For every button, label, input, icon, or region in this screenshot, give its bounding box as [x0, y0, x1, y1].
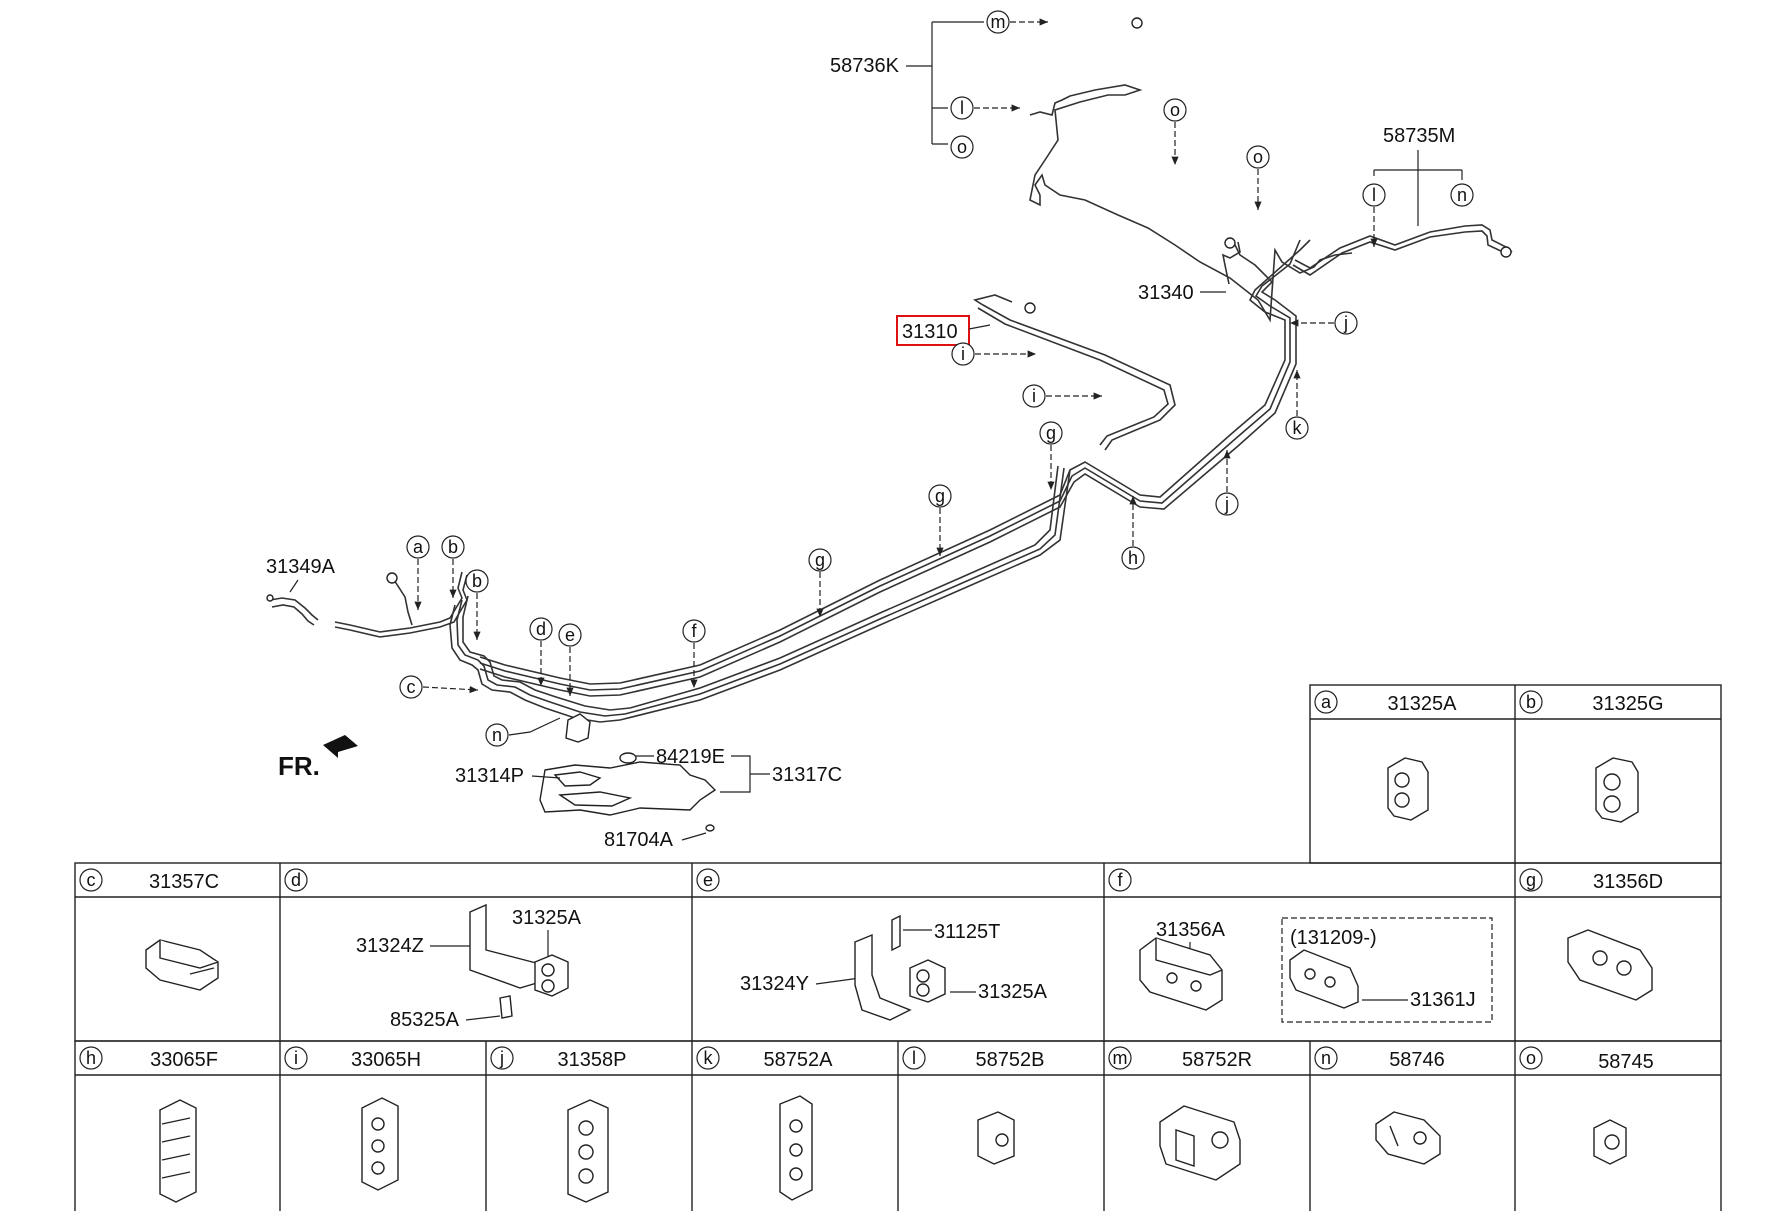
bracket-31324Z-icon [469, 903, 569, 1019]
callout-j-2: j [1224, 494, 1229, 514]
front-label: FR. [278, 751, 320, 781]
legend-letter-a: a [1321, 692, 1332, 712]
legend-letter-o: o [1526, 1048, 1536, 1068]
legend-part-l: 58752B [976, 1049, 1045, 1071]
callout-j-1: j [1343, 313, 1348, 333]
legend-part-m: 58752R [1182, 1049, 1252, 1071]
callout-b-2: b [472, 571, 482, 591]
front-arrow-icon [323, 735, 358, 758]
legend-subparts: 31324Z 31325A 85325A 31125T 31324Y 31325… [356, 907, 1493, 1031]
clip-33065F-icon [159, 1099, 197, 1203]
callout-i-2: i [1032, 386, 1036, 406]
callout-g-3: g [815, 550, 825, 570]
legend-letter-i: i [294, 1048, 298, 1068]
callout-o-3: o [1253, 147, 1263, 167]
legend-letter-b: b [1526, 692, 1536, 712]
legend-part-o: 58745 [1598, 1051, 1654, 1073]
callout-n-1: n [1457, 185, 1467, 205]
callout-31310: 31310 [902, 321, 958, 343]
legend-letter-c: c [87, 870, 96, 890]
legend-clip-drawings [145, 757, 1653, 1203]
e-clip-label: 31325A [978, 981, 1048, 1003]
legend-part-g: 31356D [1593, 871, 1663, 893]
legend-letter-m: m [1113, 1048, 1128, 1068]
d-clip-label: 31325A [512, 907, 582, 929]
legend-letter-f: f [1117, 870, 1123, 890]
callout-l-2: l [1372, 185, 1376, 205]
f-alt-clip-label: 31361J [1410, 989, 1476, 1011]
callout-l: l [960, 98, 964, 118]
callout-31340: 31340 [1138, 282, 1194, 304]
callout-31317C: 31317C [772, 764, 842, 786]
f-date-note: (131209-) [1290, 927, 1377, 949]
clip-31325G-icon [1595, 757, 1639, 823]
e-bracket-label: 31324Y [740, 973, 809, 995]
letter-callouts: m l o o o l n j k j i [399, 10, 1474, 747]
callout-h: h [1128, 548, 1138, 568]
clip-33065H-icon [361, 1097, 399, 1191]
clip-31358P-icon [567, 1099, 609, 1203]
clip-31325A-icon [1387, 757, 1429, 821]
callout-58736K: 58736K [830, 55, 900, 77]
clip-31356D-icon [1567, 929, 1653, 1001]
legend-part-h: 33065F [150, 1049, 218, 1071]
legend-letter-h: h [86, 1048, 96, 1068]
clip-58752B-icon [977, 1111, 1015, 1165]
clip-31356A-icon [1139, 937, 1223, 1011]
f-clip-label: 31356A [1156, 919, 1226, 941]
callout-o-1: o [957, 137, 967, 157]
callout-81704A: 81704A [604, 829, 674, 851]
highlight-box [896, 315, 970, 346]
clip-58752R-icon [1159, 1105, 1241, 1181]
callout-c: c [407, 677, 416, 697]
callout-58735M: 58735M [1383, 125, 1455, 147]
clip-31357C-icon [145, 939, 219, 991]
clip-58746-icon [1375, 1111, 1441, 1165]
callout-k: k [1293, 418, 1303, 438]
legend-grid [74, 684, 1722, 1211]
clip-58752A-icon [779, 1095, 813, 1201]
legend-headers: a 31325A b 31325G c 31357C d e f g 31356… [79, 690, 1664, 1073]
d-bolt-label: 85325A [390, 1009, 460, 1031]
callout-f: f [691, 621, 697, 641]
legend-part-b: 31325G [1592, 693, 1663, 715]
clip-31361J-icon [1289, 949, 1359, 1009]
legend-letter-j: j [499, 1048, 504, 1068]
clip-58745-icon [1593, 1119, 1627, 1165]
callout-84219E: 84219E [656, 746, 725, 768]
legend-part-k: 58752A [764, 1049, 834, 1071]
legend-letter-k: k [704, 1048, 714, 1068]
callout-d: d [536, 619, 546, 639]
e-bolt-label: 31125T [934, 921, 1000, 943]
legend-part-i: 33065H [351, 1049, 421, 1071]
callout-labels: 58736K 58735M 31340 31310 31349A 31314P … [266, 21, 1463, 851]
legend-letter-d: d [291, 870, 301, 890]
d-bracket-label: 31324Z [356, 935, 424, 957]
legend-letter-g: g [1526, 870, 1536, 890]
legend-letter-e: e [703, 870, 713, 890]
callout-m: m [991, 12, 1006, 32]
callout-31349A: 31349A [266, 556, 336, 578]
legend-part-j: 31358P [558, 1049, 627, 1071]
bracket-31324Y-icon [854, 914, 946, 1021]
callout-31314P: 31314P [455, 765, 524, 787]
callout-b-1: b [448, 537, 458, 557]
legend-letter-l: l [912, 1048, 916, 1068]
legend-letter-n: n [1321, 1048, 1331, 1068]
callout-n-2: n [492, 725, 502, 745]
fuel-tube-assembly [266, 17, 1513, 832]
callout-a: a [413, 537, 424, 557]
callout-i-1: i [961, 344, 965, 364]
callout-g-2: g [935, 486, 945, 506]
callout-o-2: o [1170, 100, 1180, 120]
callout-e: e [565, 625, 575, 645]
legend-part-n: 58746 [1389, 1049, 1445, 1071]
legend-part-a: 31325A [1388, 693, 1458, 715]
callout-g-1: g [1046, 423, 1056, 443]
legend-part-c: 31357C [149, 871, 219, 893]
